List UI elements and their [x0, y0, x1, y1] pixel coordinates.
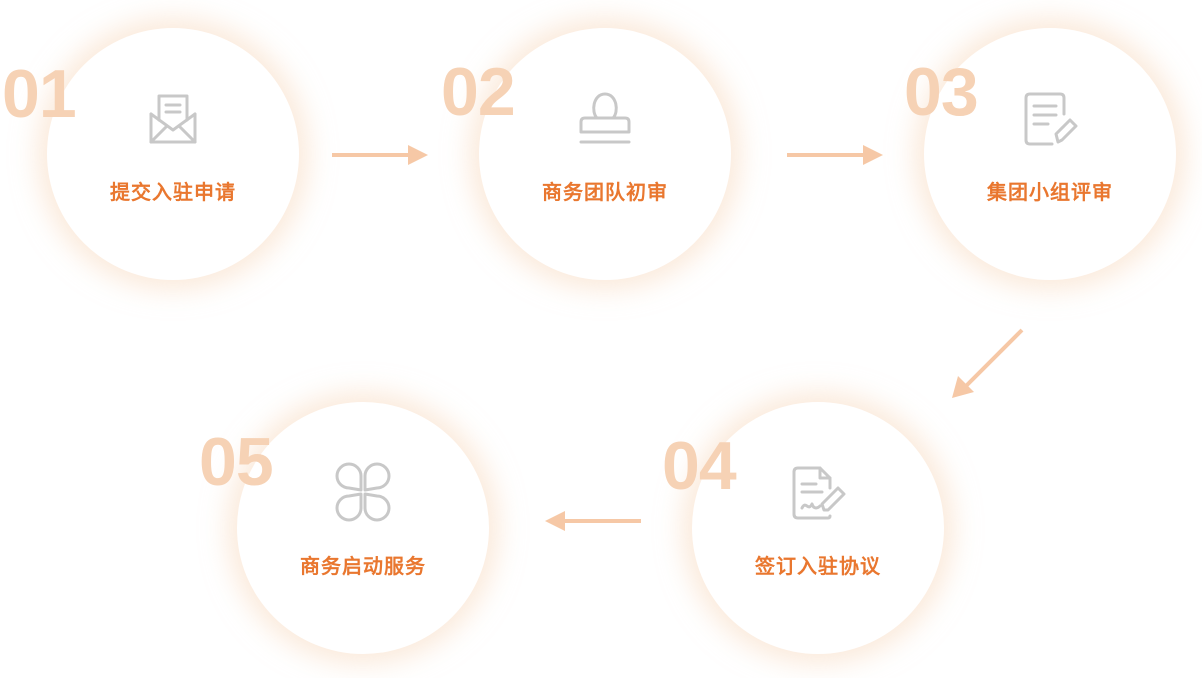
step-5: 05 商务启动服务 [199, 402, 489, 654]
step-label: 商务启动服务 [300, 554, 426, 578]
step-circle [924, 28, 1176, 280]
envelope-icon [139, 84, 207, 152]
step-number: 04 [662, 428, 737, 504]
step-number: 01 [2, 56, 77, 132]
step-2: 02 商务团队初审 [441, 28, 731, 280]
step-circle [692, 402, 944, 654]
arrow-right-icon [787, 145, 883, 165]
step-4: 04 签订入驻协议 [662, 402, 944, 654]
step-circle [47, 28, 299, 280]
arrow-left-icon [545, 511, 641, 531]
clover-icon [329, 458, 397, 526]
step-number: 02 [441, 54, 516, 130]
step-1: 01 提交入驻申请 [2, 28, 299, 280]
step-circle [237, 402, 489, 654]
step-3: 03 集团小组评审 [904, 28, 1176, 280]
step-label: 商务团队初审 [542, 180, 668, 204]
stamp-icon [571, 84, 639, 152]
sign-document-icon [784, 458, 852, 526]
step-label: 集团小组评审 [987, 180, 1113, 204]
step-label: 签订入驻协议 [755, 554, 881, 578]
step-circle [479, 28, 731, 280]
arrow-down-left-icon [952, 328, 1024, 398]
step-number: 05 [199, 424, 274, 500]
edit-document-icon [1016, 84, 1084, 152]
arrow-right-icon [332, 145, 428, 165]
step-number: 03 [904, 54, 979, 130]
step-label: 提交入驻申请 [110, 180, 236, 204]
